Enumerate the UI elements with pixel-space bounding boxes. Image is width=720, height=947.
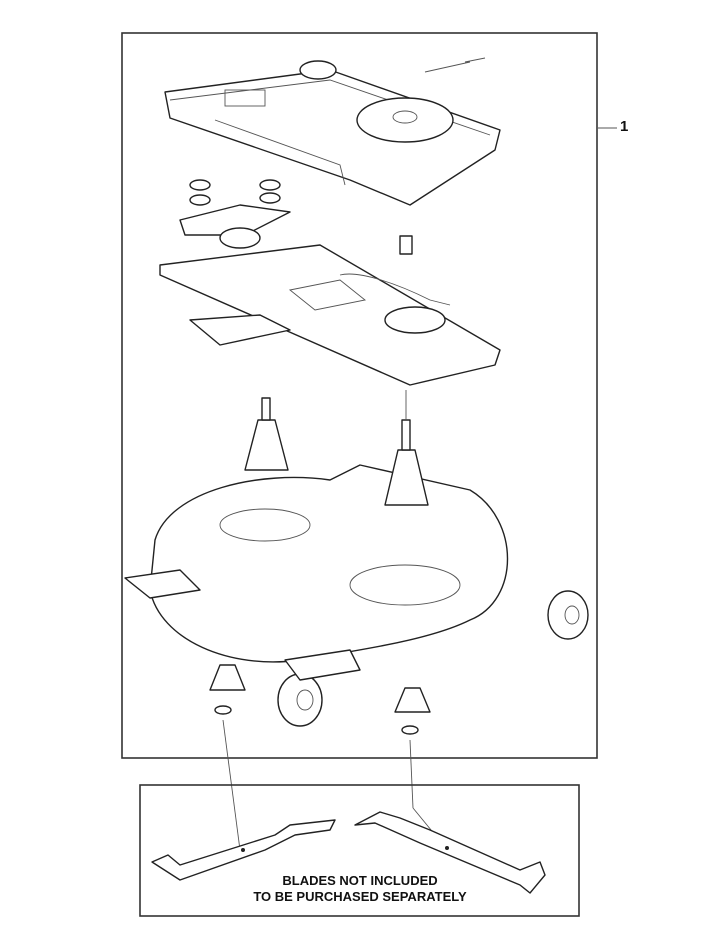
- washer: [214, 705, 232, 715]
- washer: [401, 725, 419, 735]
- idler-arm: [179, 204, 291, 236]
- part-callout-number: 1: [620, 118, 629, 135]
- large-pulley: [356, 97, 454, 143]
- blade-leader-right: [409, 739, 414, 809]
- blades-note-line2: TO BE PURCHASED SEPARATELY: [253, 889, 467, 904]
- right-spindle-housing: [384, 449, 429, 506]
- blade-adapter-left: [209, 664, 246, 691]
- anti-scalp-wheel-right: [547, 590, 589, 640]
- front-hanger-right: [284, 649, 361, 681]
- bracket: [189, 314, 291, 346]
- drive-belt: [339, 273, 451, 306]
- idler-pulley: [299, 60, 337, 80]
- mounting-plate: [159, 244, 501, 386]
- blades-box: [139, 784, 580, 917]
- bushing: [399, 235, 413, 255]
- blade-right: [354, 811, 546, 894]
- blade-adapter-right: [394, 687, 431, 713]
- toothed-pulley: [219, 227, 261, 249]
- spindle-bearings: [189, 179, 281, 206]
- front-hanger-left: [124, 569, 201, 599]
- tension-spring: [424, 57, 486, 73]
- drive-gear: [384, 306, 446, 334]
- assembly-frame: [121, 32, 598, 759]
- anti-scalp-wheel-left: [277, 673, 323, 727]
- left-spindle-housing: [244, 419, 289, 471]
- blades-note-line1: BLADES NOT INCLUDED: [282, 873, 438, 888]
- deck-cover: [164, 69, 501, 206]
- mower-deck: [149, 464, 509, 663]
